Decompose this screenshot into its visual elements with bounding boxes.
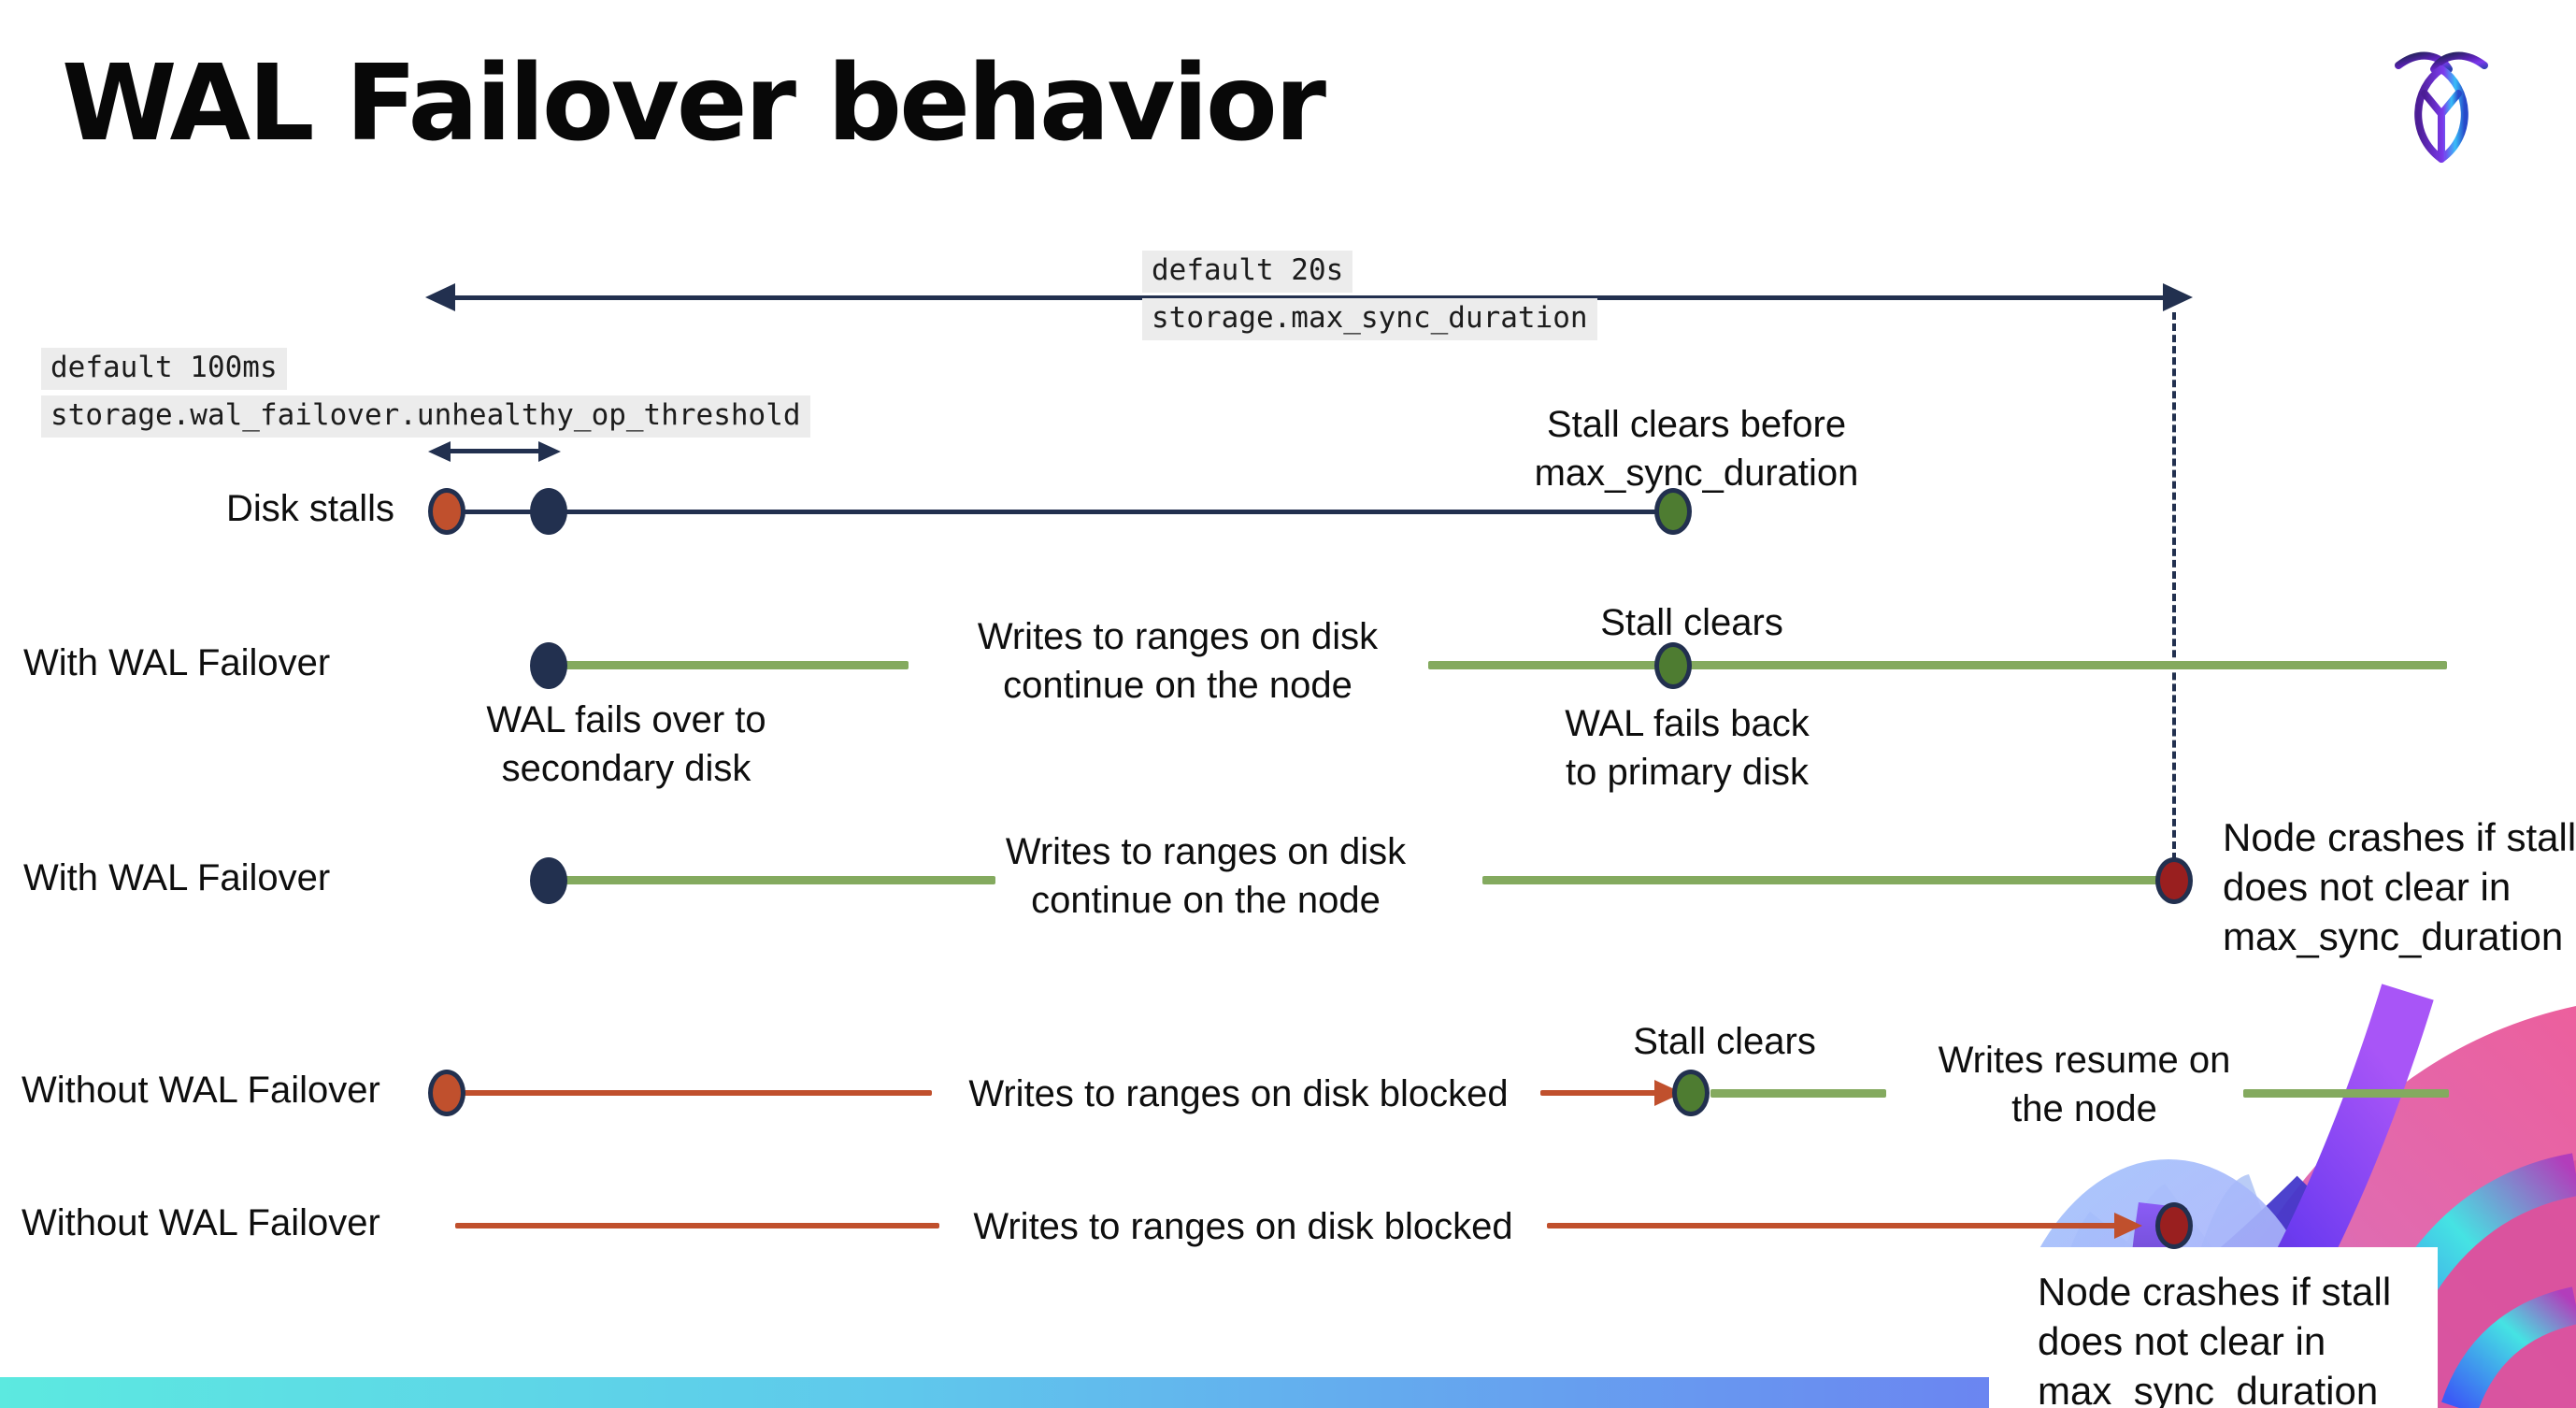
max-sync-duration-arrow-shaft bbox=[451, 295, 2165, 300]
row-label-disk-stalls: Disk stalls bbox=[226, 488, 395, 529]
without-wal-1-green-seg-b bbox=[2243, 1089, 2449, 1098]
threshold-arrow-shaft bbox=[447, 449, 540, 453]
without-wal-2-red-arrow-head-icon bbox=[2114, 1213, 2142, 1239]
without-wal-2-crash-note: Node crashes if stall does not clear in … bbox=[2038, 1270, 2392, 1408]
threshold-default-text: default 100ms bbox=[41, 348, 287, 390]
without-wal-1-resume-note: Writes resume on the node bbox=[1938, 1040, 2231, 1129]
with-wal-2-failover-dot bbox=[530, 857, 567, 904]
without-wal-1-stall-clears-note: Stall clears bbox=[1633, 1021, 1816, 1062]
max-sync-arrow-right-head-icon bbox=[2163, 283, 2193, 311]
unhealthy-op-threshold-label: default 100ms storage.wal_failover.unhea… bbox=[41, 348, 810, 438]
threshold-arrow-right-head-icon bbox=[538, 441, 561, 462]
row-label-with-wal-2: With WAL Failover bbox=[23, 857, 331, 898]
without-wal-2-red-seg-b bbox=[1547, 1223, 2122, 1228]
max-sync-default-text: default 20s bbox=[1142, 251, 1353, 293]
without-wal-1-green-seg-a bbox=[1710, 1089, 1886, 1098]
without-wal-1-stall-dot bbox=[428, 1070, 465, 1116]
stall-clears-dot-row1 bbox=[1654, 488, 1692, 535]
without-wal-2-crash-dot bbox=[2155, 1202, 2193, 1249]
with-wal-1-stall-clears-dot bbox=[1654, 642, 1692, 689]
disk-stall-start-dot bbox=[428, 488, 465, 535]
failover-threshold-dot bbox=[530, 488, 567, 535]
with-wal-2-green-seg-a bbox=[549, 876, 995, 884]
disk-stall-timeline bbox=[447, 510, 1673, 514]
with-wal-1-failover-note: WAL fails over to secondary disk bbox=[486, 699, 766, 789]
row-label-with-wal-1: With WAL Failover bbox=[23, 642, 331, 683]
without-wal-1-writes-note: Writes to ranges on disk blocked bbox=[968, 1073, 1509, 1114]
without-wal-1-stall-clears-dot bbox=[1672, 1070, 1710, 1116]
with-wal-1-failback-note: WAL fails back to primary disk bbox=[1565, 703, 1810, 793]
max-sync-deadline-dashed-line bbox=[2172, 312, 2176, 860]
with-wal-1-stall-clears-note: Stall clears bbox=[1600, 602, 1783, 643]
with-wal-2-crash-note: Node crashes if stall does not clear in … bbox=[2223, 815, 2576, 958]
crash-caption-box bbox=[1989, 1247, 2438, 1408]
without-wal-2-writes-note: Writes to ranges on disk blocked bbox=[973, 1206, 1513, 1247]
max-sync-arrow-left-head-icon bbox=[425, 283, 455, 311]
max-sync-setting-text: storage.max_sync_duration bbox=[1142, 298, 1597, 340]
row-label-without-wal-2: Without WAL Failover bbox=[21, 1202, 380, 1243]
stall-clears-before-note: Stall clears before max_sync_duration bbox=[1534, 404, 1859, 494]
threshold-setting-text: storage.wal_failover.unhealthy_op_thresh… bbox=[41, 395, 810, 438]
with-wal-2-green-seg-b bbox=[1482, 876, 2159, 884]
threshold-arrow-left-head-icon bbox=[428, 441, 451, 462]
without-wal-2-red-seg-a bbox=[455, 1223, 939, 1228]
with-wal-1-green-seg-a bbox=[549, 661, 909, 669]
page-title: WAL Failover behavior bbox=[62, 43, 1326, 165]
with-wal-1-failover-dot bbox=[530, 642, 567, 689]
row-label-without-wal-1: Without WAL Failover bbox=[21, 1070, 380, 1111]
without-wal-1-red-seg-a bbox=[455, 1090, 932, 1096]
cockroachdb-logo-icon bbox=[2395, 51, 2488, 163]
without-wal-1-red-seg-b bbox=[1540, 1090, 1662, 1096]
with-wal-1-writes-note: Writes to ranges on disk continue on the… bbox=[977, 616, 1379, 706]
with-wal-2-writes-note: Writes to ranges on disk continue on the… bbox=[1005, 831, 1407, 921]
with-wal-1-green-seg-b bbox=[1428, 661, 2447, 669]
with-wal-2-crash-dot bbox=[2155, 857, 2193, 904]
max-sync-duration-label: default 20s storage.max_sync_duration bbox=[1142, 251, 1597, 340]
